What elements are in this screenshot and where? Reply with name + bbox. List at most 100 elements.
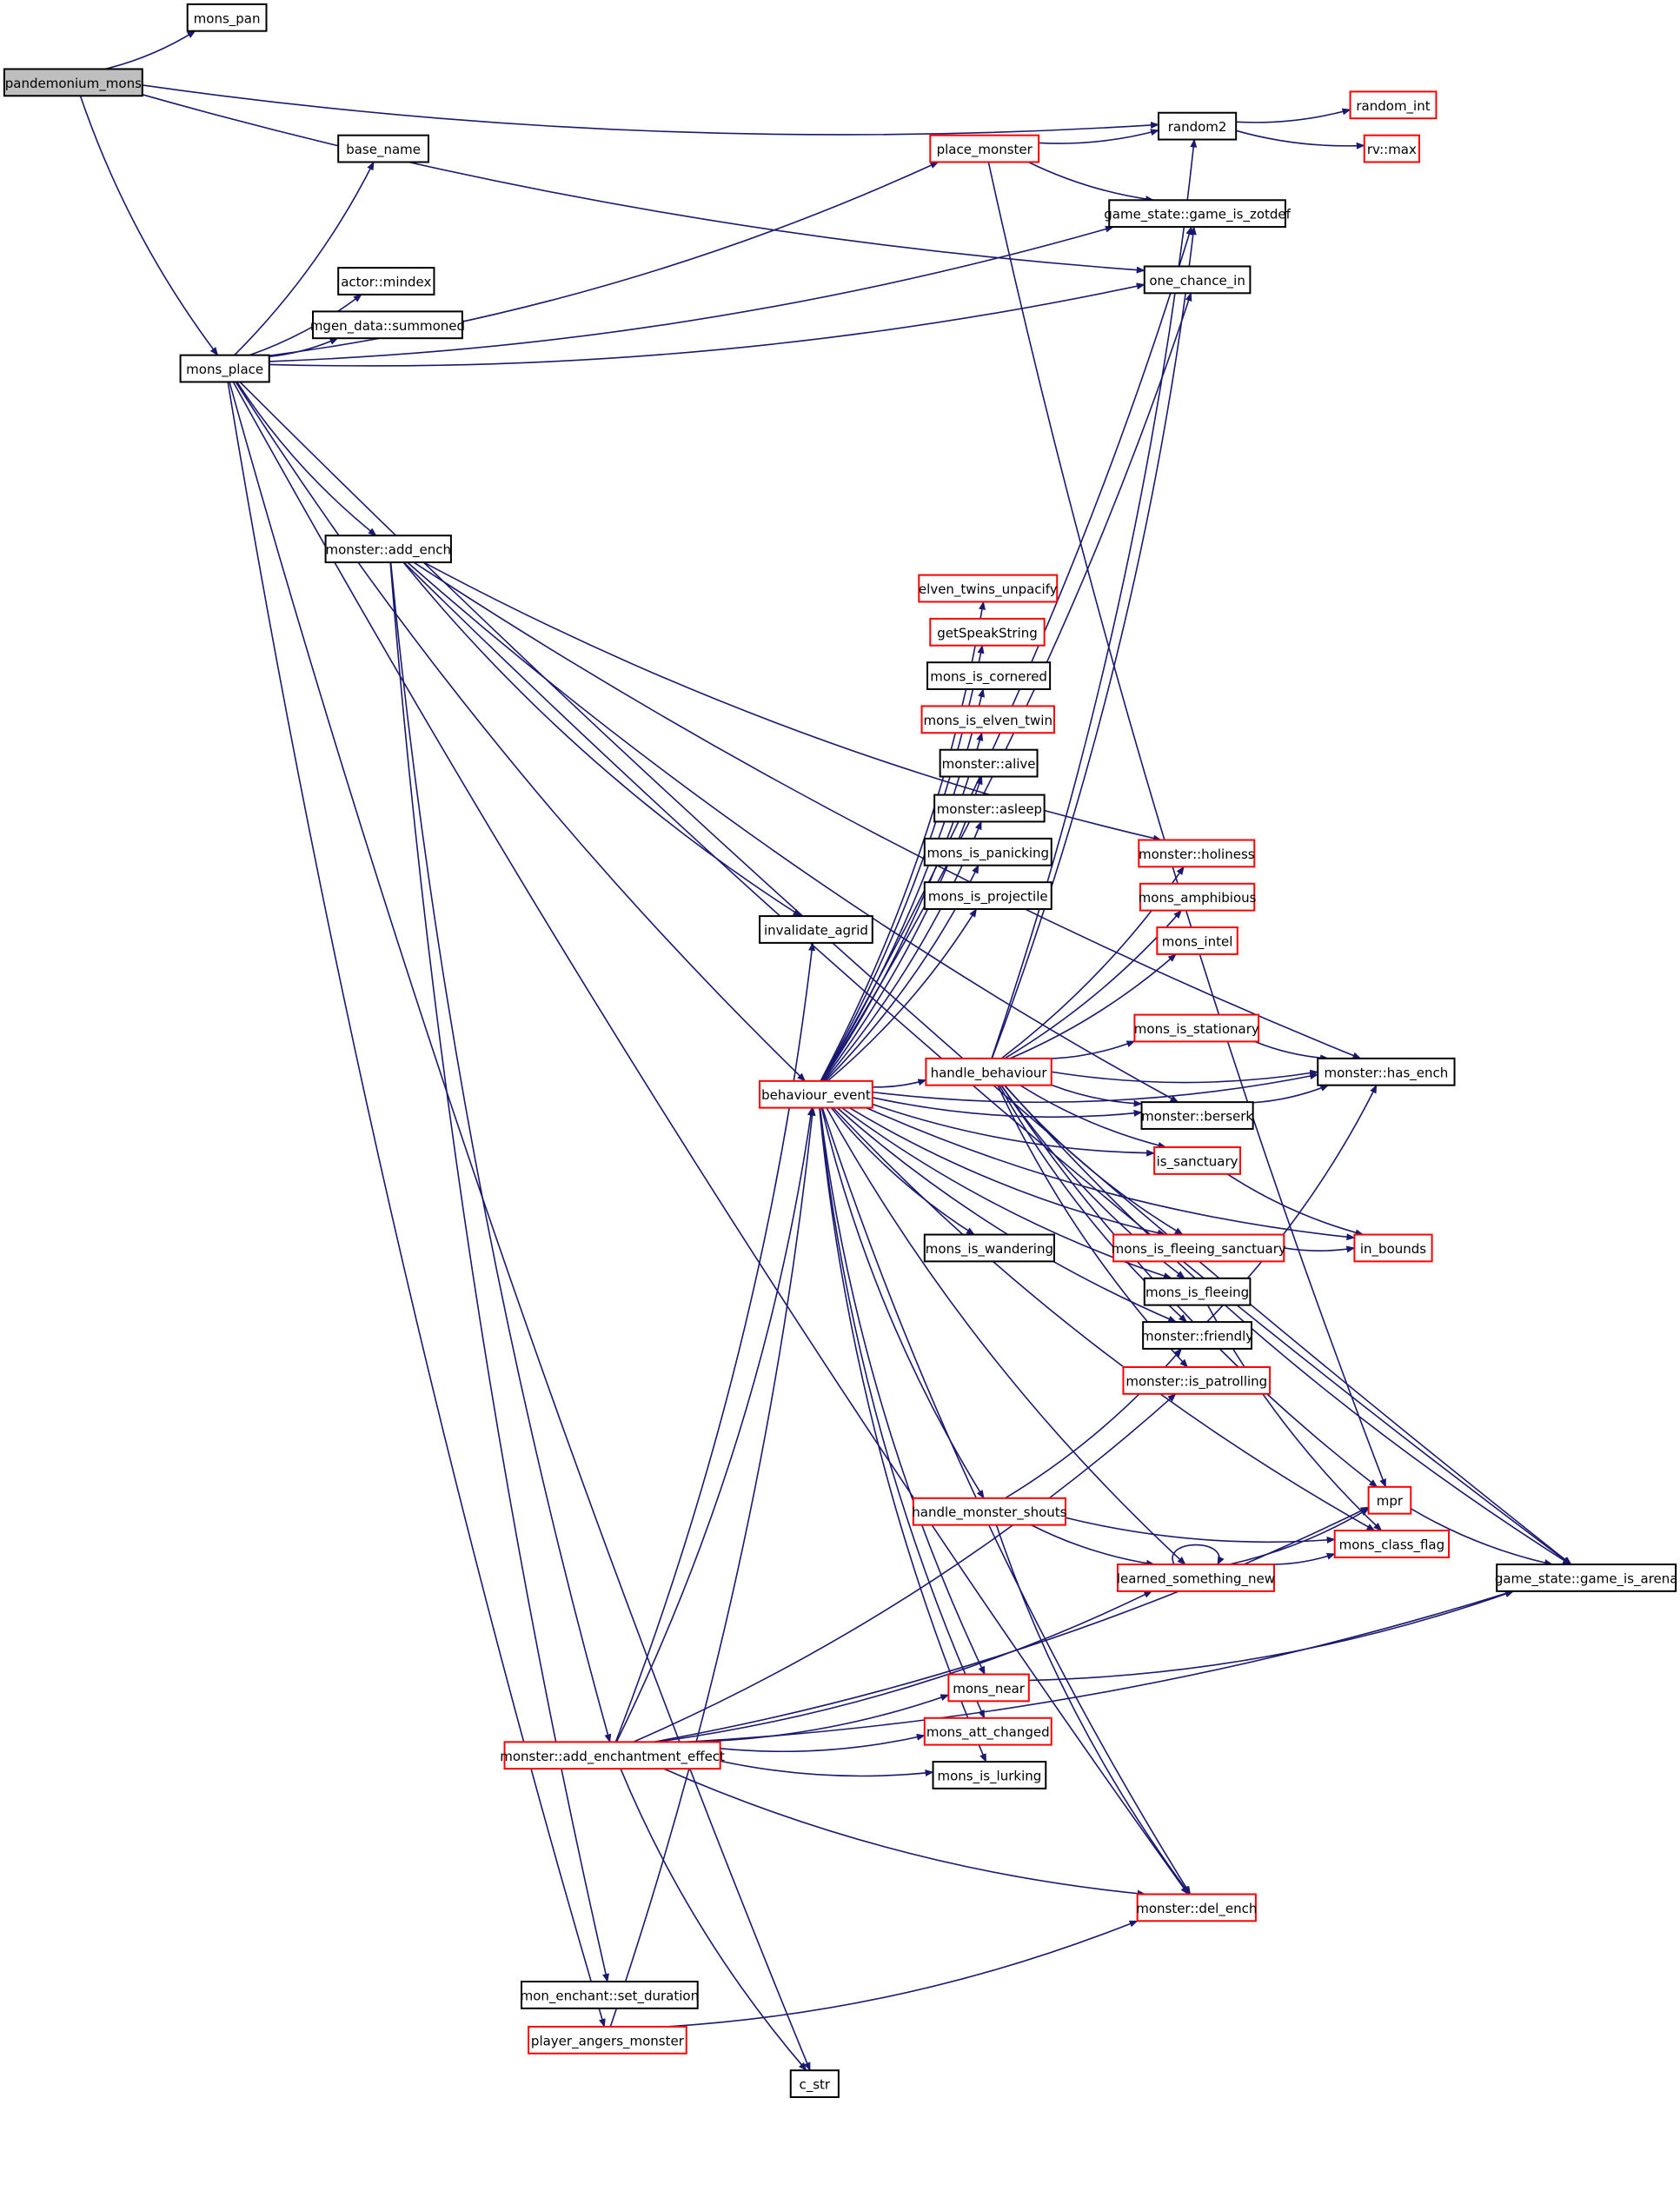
node-game-is-zotdef[interactable]: game_state::game_is_zotdef — [1104, 199, 1292, 229]
node-mons-intel[interactable]: mons_intel — [1156, 926, 1238, 955]
node-label: monster::del_ench — [1136, 1901, 1257, 1917]
node-monster-holiness[interactable]: monster::holiness — [1138, 839, 1256, 868]
edge-mons-place-to-c-str — [229, 382, 811, 2072]
edge-random2-to-random-int — [1236, 108, 1351, 123]
edge-add-ench-to-monster-berserk — [407, 561, 1179, 1103]
edge-handle-behaviour-to-mons-is-stationary — [1051, 1040, 1136, 1059]
node-pandemonium-mons: pandemonium_mons — [3, 68, 143, 97]
node-box — [929, 134, 1040, 163]
edge — [1172, 1544, 1225, 1565]
edge-behaviour-event-to-game-is-zotdef — [820, 226, 1193, 1082]
node-actor-mindex[interactable]: actor::mindex — [337, 267, 435, 295]
edge — [827, 908, 978, 1082]
edge — [1226, 1173, 1365, 1237]
edge — [836, 1107, 1178, 1323]
node-label: mon_enchant::set_duration — [521, 1988, 700, 2004]
edge-player-angers-monster-to-del-ench — [667, 1920, 1139, 2028]
node-mons-amphibious[interactable]: mons_amphibious — [1139, 882, 1257, 912]
node-mons-place[interactable]: mons_place — [179, 354, 270, 383]
node-player-angers-monster[interactable]: player_angers_monster — [528, 2025, 687, 2055]
node-monster-berserk[interactable]: monster::berserk — [1140, 1101, 1254, 1130]
edge-layer — [79, 30, 1572, 2072]
node-mpr[interactable]: mpr — [1367, 1485, 1412, 1515]
node-mgen-summoned[interactable]: mgen_data::summoned — [310, 310, 465, 340]
edge-handle-monster-shouts-to-learned-something-new — [1031, 1524, 1155, 1567]
edge-pandemonium-mons-to-mons-place — [79, 96, 219, 356]
edge-mons-place-to-del-ench — [232, 382, 1189, 1896]
edge — [848, 1106, 1166, 1237]
edge — [413, 561, 1362, 1059]
node-mons-att-changed[interactable]: mons_att_changed — [923, 1716, 1052, 1746]
node-box — [503, 1741, 721, 1770]
node-mons-is-projectile[interactable]: mons_is_projectile — [923, 881, 1052, 910]
edge — [653, 1506, 1370, 1743]
node-label: player_angers_monster — [531, 2033, 685, 2049]
node-invalidate-agrid[interactable]: invalidate_agrid — [759, 915, 873, 944]
node-rv-max[interactable]: rv::max — [1363, 134, 1420, 163]
node-mons-pan[interactable]: mons_pan — [186, 3, 268, 32]
node-random2[interactable]: random2 — [1157, 111, 1238, 141]
edge — [1235, 129, 1365, 149]
node-mons-is-wandering[interactable]: mons_is_wandering — [923, 1233, 1055, 1263]
node-del-ench[interactable]: monster::del_ench — [1136, 1893, 1257, 1922]
node-label: mons_is_stationary — [1134, 1021, 1259, 1038]
node-random-int[interactable]: random_int — [1349, 90, 1438, 120]
node-mons-is-fleeing-sanctuary[interactable]: mons_is_fleeing_sanctuary — [1112, 1233, 1286, 1263]
edge-behaviour-event-to-monster-friendly — [836, 1107, 1178, 1323]
node-box — [932, 1761, 1047, 1789]
edge-add-enchantment-effect-to-c-str — [620, 1768, 807, 2071]
edge — [1051, 1040, 1136, 1059]
node-monster-is-patrolling[interactable]: monster::is_patrolling — [1122, 1365, 1272, 1395]
node-label: mons_is_elven_twin — [924, 713, 1052, 729]
node-mons-is-fleeing[interactable]: mons_is_fleeing — [1143, 1277, 1252, 1306]
edge-behaviour-event-to-is-sanctuary — [872, 1103, 1156, 1157]
node-is-sanctuary[interactable]: is_sanctuary — [1153, 1146, 1242, 1175]
node-monster-asleep[interactable]: monster::asleep — [933, 793, 1046, 823]
edge-behaviour-event-to-mons-is-elven-twin — [821, 732, 984, 1082]
node-base-name[interactable]: base_name — [337, 134, 429, 163]
edge-mons-place-to-behaviour-event — [235, 382, 807, 1082]
node-monster-friendly[interactable]: monster::friendly — [1141, 1321, 1253, 1350]
edge-add-ench-to-has-ench — [413, 561, 1362, 1059]
node-mons-is-panicking[interactable]: mons_is_panicking — [923, 837, 1052, 866]
edge-handle-monster-shouts-to-mons-class-flag — [1065, 1517, 1336, 1544]
node-box — [1496, 1564, 1677, 1592]
node-box — [759, 1079, 873, 1109]
node-add-ench[interactable]: monster::add_ench — [324, 534, 452, 564]
node-box — [1142, 1321, 1253, 1350]
node-box — [1122, 1365, 1272, 1395]
node-handle-monster-shouts[interactable]: handle_monster_shouts — [912, 1497, 1067, 1526]
node-getSpeakString[interactable]: getSpeakString — [929, 617, 1046, 647]
node-one-chance-in[interactable]: one_chance_in — [1143, 265, 1252, 295]
node-mons-near[interactable]: mons_near — [947, 1673, 1030, 1703]
node-place-monster[interactable]: place_monster — [929, 134, 1040, 163]
node-c-str[interactable]: c_str — [789, 2069, 840, 2099]
node-learned-something-new[interactable]: learned_something_new — [1117, 1564, 1275, 1592]
node-game-is-arena[interactable]: game_state::game_is_arena — [1495, 1564, 1678, 1592]
node-monster-alive[interactable]: monster::alive — [939, 748, 1039, 778]
node-mons-class-flag[interactable]: mons_class_flag — [1333, 1530, 1451, 1558]
node-mons-is-lurking[interactable]: mons_is_lurking — [932, 1761, 1047, 1789]
edge — [236, 382, 377, 536]
edge-mpr-to-game-is-arena — [1410, 1508, 1554, 1566]
node-mons-is-cornered[interactable]: mons_is_cornered — [926, 661, 1052, 690]
node-mons-is-elven-twin[interactable]: mons_is_elven_twin — [920, 705, 1055, 734]
node-mons-is-stationary[interactable]: mons_is_stationary — [1133, 1013, 1260, 1043]
node-elven-twins-unpacify[interactable]: elven_twins_unpacify — [918, 574, 1059, 603]
edge-behaviour-event-to-monster-berserk — [872, 1097, 1143, 1119]
edge-monster-berserk-to-has-ench — [1252, 1084, 1330, 1104]
node-add-enchantment-effect[interactable]: monster::add_enchantment_effect — [500, 1741, 725, 1770]
node-set-duration[interactable]: mon_enchant::set_duration — [521, 1981, 700, 2009]
node-has-ench[interactable]: monster::has_ench — [1317, 1057, 1456, 1086]
node-in-bounds[interactable]: in_bounds — [1353, 1233, 1433, 1263]
edge-place-monster-to-game-is-zotdef — [1027, 161, 1155, 203]
node-handle-behaviour[interactable]: handle_behaviour — [925, 1057, 1052, 1086]
node-box — [925, 1057, 1052, 1086]
node-box — [939, 748, 1039, 778]
node-label: learned_something_new — [1117, 1570, 1275, 1587]
node-behaviour-event[interactable]: behaviour_event — [759, 1079, 873, 1109]
node-box — [923, 837, 1052, 866]
edge — [687, 1694, 950, 1743]
edge — [667, 1920, 1139, 2028]
node-label: handle_monster_shouts — [912, 1504, 1066, 1521]
